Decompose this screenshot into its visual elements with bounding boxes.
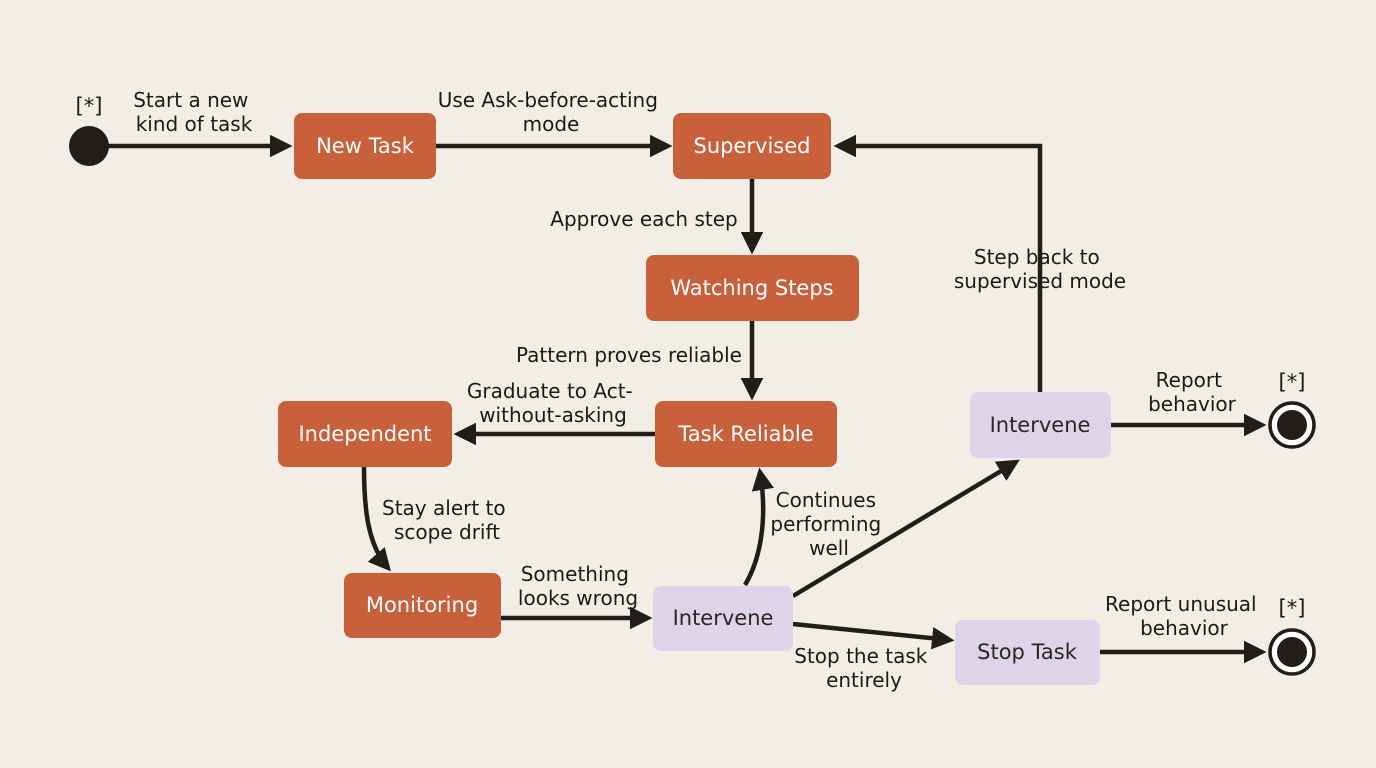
edge-intervene-to-reliable <box>743 467 775 587</box>
state-new-task-label: New Task <box>316 134 415 158</box>
label-report-unusual: Report unusual behavior <box>1105 592 1263 640</box>
state-intervene-upper-label: Intervene <box>990 413 1091 437</box>
state-watching-steps: Watching Steps <box>646 255 859 321</box>
label-ask-mode: Use Ask-before-acting mode <box>438 88 665 136</box>
state-new-task: New Task <box>294 113 436 179</box>
state-intervene-upper: Intervene <box>970 392 1111 458</box>
state-intervene-lower-label: Intervene <box>673 606 774 630</box>
state-task-reliable: Task Reliable <box>655 401 837 467</box>
state-task-reliable-label: Task Reliable <box>677 422 813 446</box>
state-supervised: Supervised <box>673 113 831 179</box>
state-monitoring-label: Monitoring <box>366 593 478 617</box>
final-state-upper <box>1268 401 1316 449</box>
state-monitoring: Monitoring <box>344 573 501 638</box>
state-intervene-lower: Intervene <box>653 586 793 651</box>
label-pattern: Pattern proves reliable <box>516 343 742 367</box>
initial-state <box>69 126 109 166</box>
state-independent: Independent <box>278 401 452 467</box>
edge-intervene-to-stop-task <box>792 621 955 650</box>
label-approve: Approve each step <box>550 207 737 231</box>
edge-intervene-upper-to-supervised <box>833 134 1043 392</box>
edge-intervene-to-intervene-upper <box>791 459 1020 598</box>
label-stop-entirely: Stop the task entirely <box>794 644 933 692</box>
state-stop-task-label: Stop Task <box>977 640 1078 664</box>
final-marker-lower: [*] <box>1279 596 1306 620</box>
label-graduate: Graduate to Act- without-asking <box>467 379 639 427</box>
state-stop-task: Stop Task <box>955 620 1100 685</box>
final-state-lower <box>1268 628 1316 676</box>
label-start: Start a new kind of task <box>133 88 255 136</box>
state-independent-label: Independent <box>298 422 431 446</box>
state-supervised-label: Supervised <box>694 134 811 158</box>
state-watching-steps-label: Watching Steps <box>670 276 833 300</box>
label-something-wrong: Something looks wrong <box>518 562 638 610</box>
label-continues: Continues performing well <box>770 488 887 560</box>
label-stay-alert: Stay alert to scope drift <box>382 496 512 544</box>
label-step-back: Step back to supervised mode <box>954 245 1126 293</box>
edge-independent-to-monitoring <box>361 466 391 572</box>
initial-marker: [*] <box>76 94 103 118</box>
final-marker-upper: [*] <box>1279 370 1306 394</box>
label-report-behavior: Report behavior <box>1148 368 1237 416</box>
